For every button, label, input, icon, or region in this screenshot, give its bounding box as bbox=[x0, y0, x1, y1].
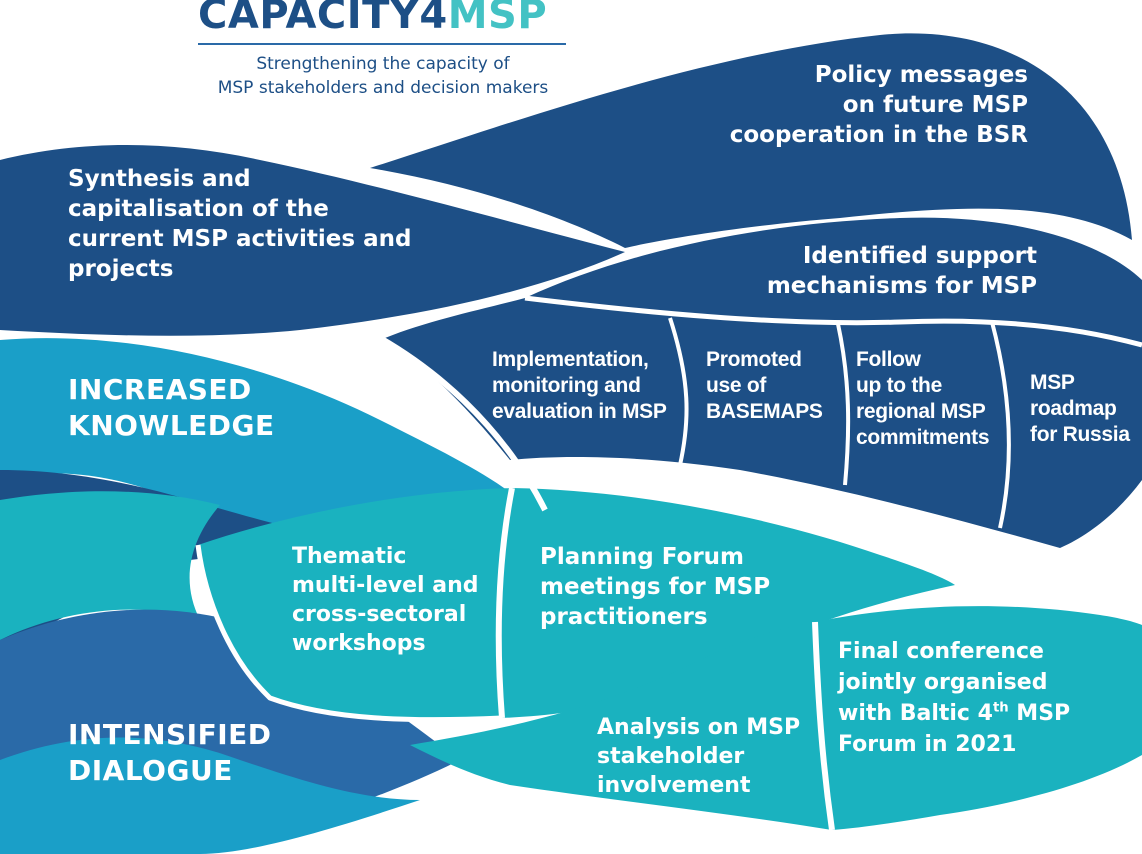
final-conference-line1: Final conference jointly organised bbox=[838, 639, 1048, 695]
final-conference-line2-pre: with Baltic 4 bbox=[838, 701, 993, 726]
wave-cyan-bottom bbox=[0, 737, 420, 854]
logo: CAPACITY4MSP Strengthening the capacity … bbox=[198, 0, 568, 100]
divider-dialogue-2 bbox=[812, 621, 835, 831]
output-follow-up: Follow up to the regional MSP commitment… bbox=[856, 348, 990, 449]
section-intensified-dialogue: INTENSIFIED DIALOGUE bbox=[68, 718, 272, 787]
planning-forum-shape bbox=[499, 488, 955, 718]
divider-knowledge bbox=[378, 335, 548, 512]
divider-cell-2 bbox=[836, 323, 851, 486]
synthesis-shape bbox=[0, 145, 625, 336]
final-conference-line2-post: MSP bbox=[1008, 701, 1071, 726]
output-planning-forum: Planning Forum meetings for MSP practiti… bbox=[540, 544, 771, 630]
output-basemaps: Promoted use of BASEMAPS bbox=[706, 348, 823, 423]
final-conference-sup: th bbox=[992, 700, 1009, 716]
wave-teal-lower-left bbox=[0, 491, 220, 640]
divider-dialogue-1 bbox=[495, 487, 515, 719]
analysis-shape bbox=[410, 622, 832, 830]
logo-brand-part1: CAPACITY4 bbox=[198, 0, 448, 38]
logo-brand-part2: MSP bbox=[447, 0, 548, 38]
divider-cell-1 bbox=[668, 317, 689, 466]
output-implementation: Implementation, monitoring and evaluatio… bbox=[492, 348, 667, 423]
workshops-shape bbox=[198, 488, 512, 720]
final-conference-line3: Forum in 2021 bbox=[838, 732, 1017, 757]
output-analysis: Analysis on MSP stakeholder involvement bbox=[597, 715, 801, 798]
output-roadmap-russia: MSP roadmap for Russia bbox=[1030, 371, 1130, 446]
logo-divider bbox=[198, 43, 566, 45]
logo-tagline: Strengthening the capacity of MSP stakeh… bbox=[217, 54, 549, 98]
policy-messages-shape bbox=[370, 33, 1132, 249]
logo-title: CAPACITY4MSP bbox=[198, 0, 568, 38]
divider-row-curve bbox=[524, 295, 1142, 348]
output-policy-messages: Policy messages on future MSP cooperatio… bbox=[729, 62, 1028, 148]
final-conference-shape bbox=[815, 606, 1142, 830]
support-mechanisms-shape bbox=[385, 217, 1142, 548]
section-increased-knowledge: INCREASED KNOWLEDGE bbox=[68, 373, 275, 442]
divider-dialogue-3 bbox=[195, 544, 503, 723]
output-final-conference: Final conference jointly organised with … bbox=[838, 636, 1070, 760]
divider-cell-3 bbox=[990, 321, 1011, 529]
output-synthesis: Synthesis and capitalisation of the curr… bbox=[68, 166, 412, 282]
output-support-mechanisms: Identified support mechanisms for MSP bbox=[766, 243, 1037, 299]
output-workshops: Thematic multi-level and cross-sectoral … bbox=[292, 544, 479, 656]
